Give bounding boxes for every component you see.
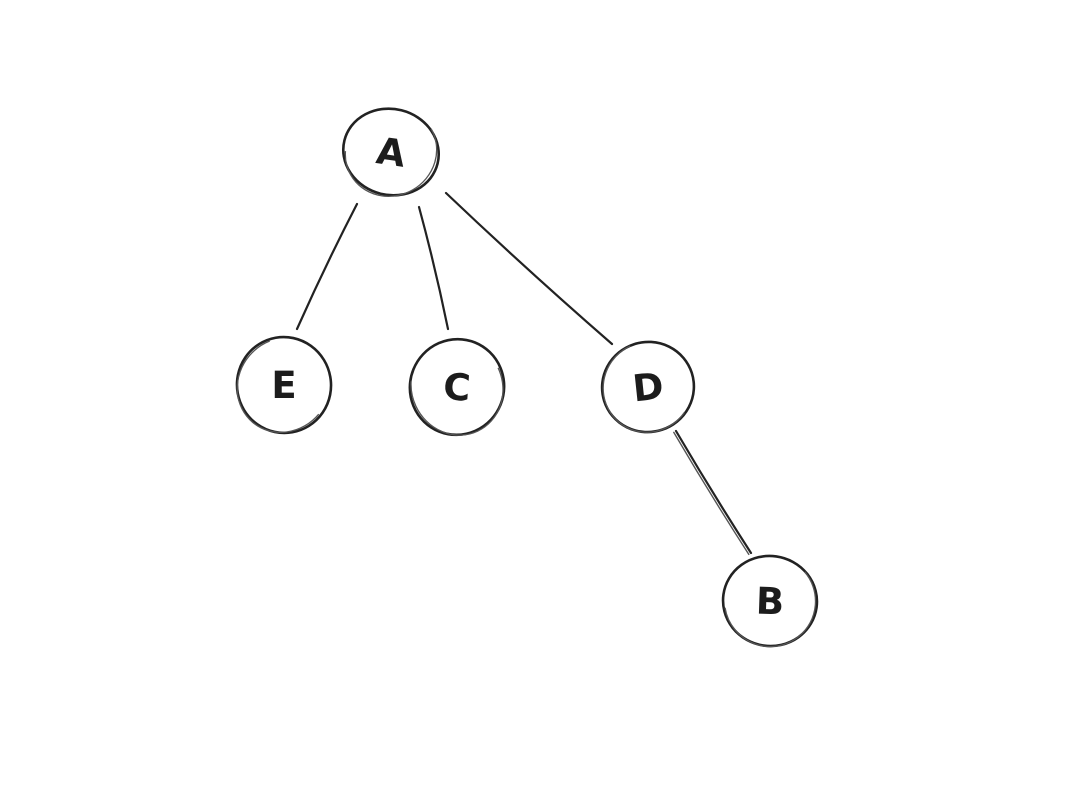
node-circle-sketch-overlap [723, 554, 817, 648]
node-circle-sketch-overlap [410, 338, 504, 436]
edge-line [444, 191, 614, 346]
node-circle-sketch-overlap [344, 107, 438, 197]
tree-node-C: C [408, 337, 506, 437]
edge-line [674, 429, 753, 555]
edge-A-E [295, 202, 359, 331]
node-label-A: A [374, 129, 409, 176]
node-label-B: B [755, 580, 785, 624]
node-label-E: E [271, 364, 296, 407]
node-circle-sketch-overlap [602, 341, 694, 433]
tree-node-B: B [721, 554, 819, 648]
edge-A-D [444, 191, 614, 346]
node-circle [341, 107, 441, 197]
edge-line-double-stroke [673, 431, 750, 556]
edge-line [417, 205, 450, 331]
edge-A-C [417, 205, 450, 331]
tree-node-D: D [600, 340, 696, 434]
node-circle-sketch-overlap [236, 336, 332, 434]
edge-D-B [673, 429, 753, 556]
edge-line [295, 202, 359, 331]
tree-node-A: A [341, 107, 441, 197]
node-label-C: C [442, 365, 472, 410]
tree-node-E: E [235, 335, 333, 435]
node-label-D: D [631, 365, 666, 411]
